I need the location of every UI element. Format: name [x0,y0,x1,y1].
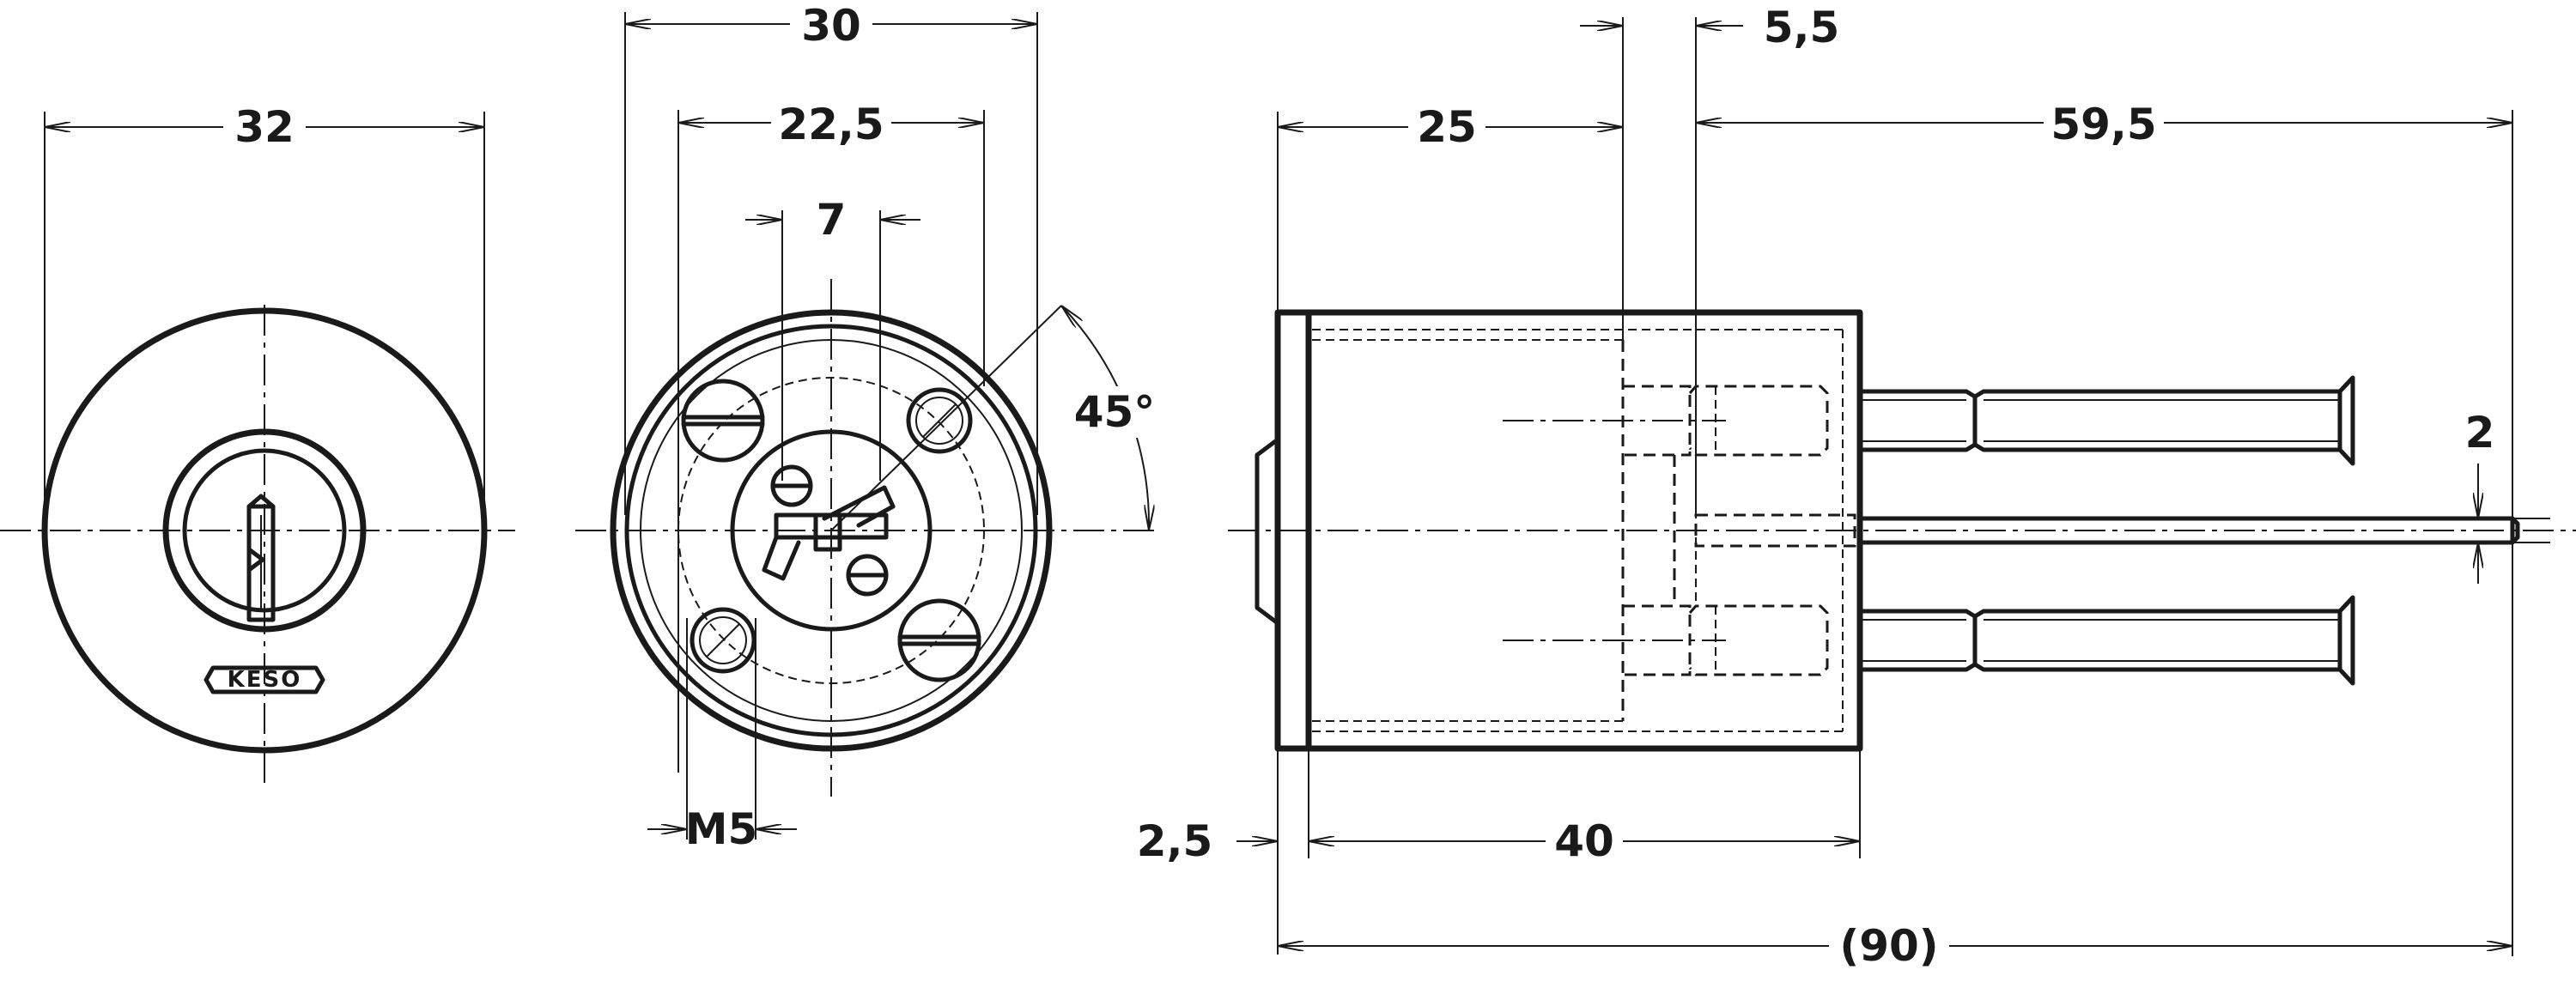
cylinder-housing [1305,309,1863,752]
dim-label-bg [223,103,306,151]
rear-view: 30 22,5 7 45° M5 [575,1,1157,854]
keyway-icon [246,494,276,622]
front-view: KESO 32 [0,102,515,783]
dim-label-bg [1072,386,1157,438]
dim-total-length: (90) [1839,921,1938,971]
angle-reference-line [830,305,1062,531]
dim-label-bg [1408,103,1485,151]
rear-outer-ring [610,309,1053,752]
screw-head-top-left-icon [681,379,765,463]
keso-logo-text: KESO [228,667,302,693]
threaded-hole-bottom-left-icon [690,607,756,674]
dim-bar-height: 2 [2465,408,2495,458]
bolt-circle [677,377,985,684]
dim-bolt-circle: 22,5 [778,100,884,149]
cylinder-ring-inner [182,448,347,613]
dim-body-length: 40 [1554,816,1614,866]
cylinder-ring-outer [162,428,367,633]
rear-inner-ring [624,324,1038,737]
dim-label-bg [2044,100,2164,146]
dim-thread: M5 [685,804,758,854]
dim-cam-width: 7 [817,195,847,245]
dim-outer-diameter: 30 [801,1,861,51]
front-rosette-outline [41,307,488,754]
upper-screw-icon [1857,375,2355,466]
dim-label-bg [771,100,891,146]
screw-head-bottom-right-icon [897,598,981,682]
side-view: 25 5,5 59,5 2 2,5 40 (90) [1137,3,2576,972]
dim-front-diameter: 32 [234,102,295,152]
rear-ring-edge [640,339,1023,722]
core-circle [730,429,933,632]
threaded-hole-top-right-icon [906,387,973,454]
dim-label-bg [1829,920,1949,972]
lower-screw-icon [1857,595,2355,686]
dim-flange: 2,5 [1137,816,1213,866]
housing-hidden-lines [1312,329,1856,732]
dim-label-bg [790,2,872,48]
dim-angle: 45° [1074,387,1156,437]
dim-offset: 5,5 [1764,3,1840,52]
dim-screw-length: 59,5 [2050,100,2156,149]
keso-logo: KESO [204,665,325,694]
dim-depth: 25 [1417,102,1477,152]
dim-label-bg [1546,817,1623,865]
key-side-boss [1255,437,1280,626]
cam-mechanism-icon [762,464,896,597]
